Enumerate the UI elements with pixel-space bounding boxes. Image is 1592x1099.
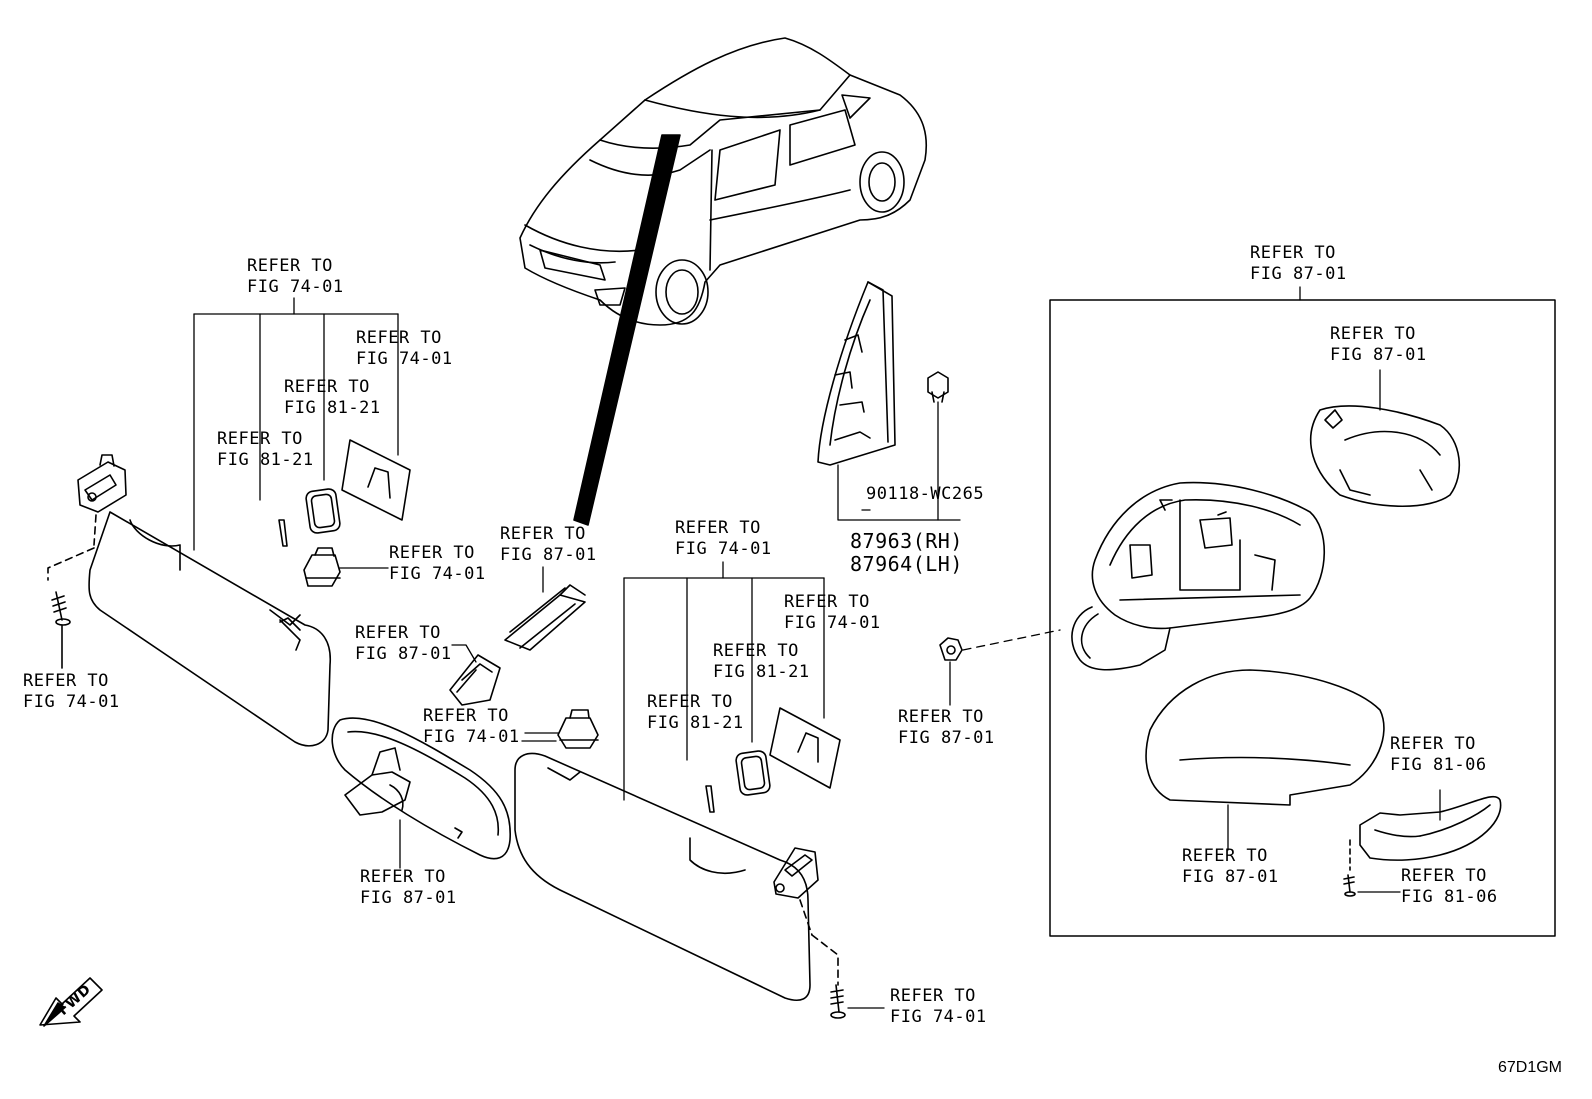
callout-visor-right-mirror: REFER TO FIG 81-21 (713, 641, 810, 683)
callout-visor-left-screw: REFER TO FIG 74-01 (23, 671, 120, 713)
callout-visor-right-screw: REFER TO FIG 74-01 (890, 986, 987, 1028)
outer-mirror-glass-drawing (1310, 369, 1461, 507)
pointer-wedge (573, 134, 681, 526)
callout-line-1: REFER TO (675, 518, 761, 538)
callout-line-2: FIG 74-01 (890, 1007, 987, 1027)
callout-line-2: FIG 81-21 (713, 662, 810, 682)
callout-line-2: FIG 74-01 (784, 613, 881, 633)
outer-mirror-box (1049, 299, 1556, 937)
center-bracket-drawing (504, 566, 586, 651)
callout-line-2: FIG 87-01 (1250, 264, 1347, 284)
callout-line-1: REFER TO (647, 692, 733, 712)
callout-line-2: FIG 74-01 (356, 349, 453, 369)
turn-lamp-drawing (1343, 789, 1502, 897)
callout-center-holder: REFER TO FIG 74-01 (423, 706, 520, 748)
callout-line-1: REFER TO (784, 592, 870, 612)
callout-outer-mirror-assy: REFER TO FIG 87-01 (1250, 243, 1347, 285)
callout-line-1: REFER TO (500, 524, 586, 544)
callout-line-1: REFER TO (1401, 866, 1487, 886)
callout-line-1: REFER TO (1390, 734, 1476, 754)
callout-line-2: FIG 81-06 (1401, 887, 1498, 907)
callout-line-1: REFER TO (423, 706, 509, 726)
callout-line-1: REFER TO (217, 429, 303, 449)
callout-line-2: FIG 81-21 (647, 713, 744, 733)
callout-visor-right-top: REFER TO FIG 74-01 (675, 518, 772, 560)
mirror-nut-drawing (939, 637, 963, 706)
diagram-code: 67D1GM (1497, 1059, 1562, 1076)
callout-line-1: REFER TO (1182, 846, 1268, 866)
callout-line-2: FIG 74-01 (389, 564, 486, 584)
callout-line-2: FIG 87-01 (1182, 867, 1279, 887)
callout-line-1: REFER TO (284, 377, 370, 397)
callout-line-1: REFER TO (23, 671, 109, 691)
callout-line-1: REFER TO (355, 623, 441, 643)
outer-mirror-cover-drawing (1145, 669, 1385, 851)
callout-line-2: FIG 87-01 (500, 545, 597, 565)
callout-line-2: FIG 74-01 (423, 727, 520, 747)
vehicle-drawing (519, 37, 927, 326)
callout-line-2: FIG 87-01 (1330, 345, 1427, 365)
callout-outer-mirror-glass: REFER TO FIG 87-01 (1330, 324, 1427, 366)
nut-dashed-line (962, 629, 1061, 651)
part-number-rh: 87963(RH) (850, 529, 963, 553)
callout-inner-mirror: REFER TO FIG 87-01 (360, 867, 457, 909)
callout-outer-mirror-cover: REFER TO FIG 87-01 (1182, 846, 1279, 888)
left-sun-visor-drawing (47, 454, 331, 747)
callout-line-1: REFER TO (356, 328, 442, 348)
callout-line-2: FIG 74-01 (23, 692, 120, 712)
callout-visor-left-top: REFER TO FIG 74-01 (247, 256, 344, 298)
left-visor-small-parts (278, 439, 411, 587)
callout-line-1: REFER TO (713, 641, 799, 661)
callout-visor-left-pin: REFER TO FIG 81-21 (217, 429, 314, 471)
callout-line-1: REFER TO (389, 543, 475, 563)
callout-line-2: FIG 81-06 (1390, 755, 1487, 775)
left-visor-leader-lines (193, 297, 399, 569)
outer-mirror-housing-drawing (1071, 481, 1325, 671)
leader-lines (521, 509, 871, 742)
right-sun-visor-drawing (514, 752, 885, 1019)
callout-center-cover: REFER TO FIG 87-01 (355, 623, 452, 665)
callout-center-bracket: REFER TO FIG 87-01 (500, 524, 597, 566)
callout-line-2: FIG 87-01 (360, 888, 457, 908)
right-visor-leader-lines (623, 561, 825, 801)
callout-line-2: FIG 81-21 (284, 398, 381, 418)
garnish-drawing (817, 281, 961, 521)
callout-visor-left-clip: REFER TO FIG 74-01 (356, 328, 453, 370)
callout-line-1: REFER TO (1250, 243, 1336, 263)
callout-line-1: REFER TO (1330, 324, 1416, 344)
callout-visor-left-mirror: REFER TO FIG 81-21 (284, 377, 381, 419)
callout-line-2: FIG 74-01 (247, 277, 344, 297)
callout-visor-right-clip: REFER TO FIG 74-01 (784, 592, 881, 634)
callout-visor-right-pin: REFER TO FIG 81-21 (647, 692, 744, 734)
callout-line-2: FIG 87-01 (898, 728, 995, 748)
callout-line-1: REFER TO (890, 986, 976, 1006)
right-visor-small-parts (705, 707, 841, 813)
callout-turn-lamp-screw: REFER TO FIG 81-06 (1401, 866, 1498, 908)
center-holder-drawing (524, 709, 599, 749)
callout-line-1: REFER TO (247, 256, 333, 276)
callout-visor-left-holder: REFER TO FIG 74-01 (389, 543, 486, 585)
part-number-clip: 90118-WC265 (866, 484, 985, 504)
callout-line-1: REFER TO (360, 867, 446, 887)
callout-line-2: FIG 81-21 (217, 450, 314, 470)
center-cover-drawing (449, 644, 501, 706)
callout-line-2: FIG 74-01 (675, 539, 772, 559)
callout-line-1: REFER TO (898, 707, 984, 727)
callout-line-2: FIG 87-01 (355, 644, 452, 664)
callout-mirror-nut: REFER TO FIG 87-01 (898, 707, 995, 749)
inner-mirror-drawing (331, 717, 511, 869)
fwd-arrow (39, 977, 103, 1027)
part-number-garnish: 87963(RH) 87964(LH) (850, 530, 963, 576)
callout-turn-lamp: REFER TO FIG 81-06 (1390, 734, 1487, 776)
part-number-lh: 87964(LH) (850, 552, 963, 576)
